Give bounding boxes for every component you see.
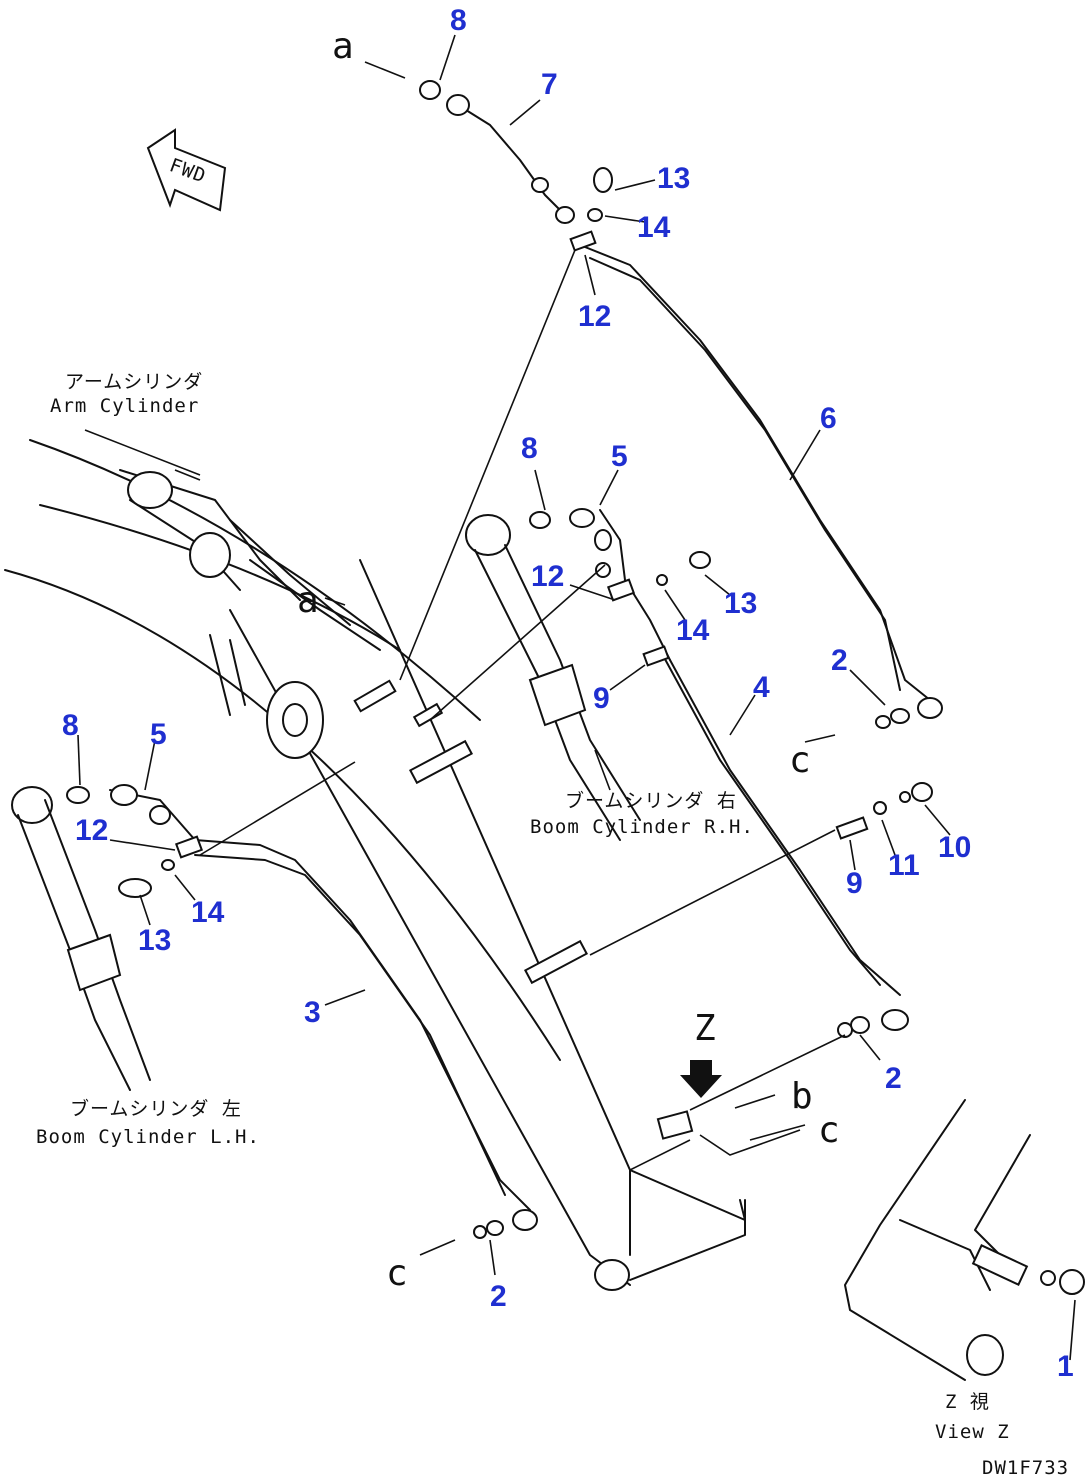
callout-2: 2 [885,1062,902,1095]
fwd-arrow-icon: FWD [146,128,227,212]
callout-12: 12 [578,300,611,333]
arm-cylinder-caption: Arm Cylinder [50,395,199,417]
callout-6: 6 [820,402,837,435]
letter-references: a a b c c c Z [297,26,840,1294]
captions: アームシリンダ Arm Cylinder ブームシリンダ 右 Boom Cyli… [36,371,1069,1479]
callout-14: 14 [676,614,710,647]
callout-4: 4 [753,671,770,704]
boom-structure [4,439,746,1291]
boom-cylinder-rh-caption: Boom Cylinder R.H. [530,816,754,838]
callout-5: 5 [150,718,167,751]
ref-c: c [789,740,811,781]
callout-14: 14 [191,896,225,929]
callout-7: 7 [541,68,558,101]
callout-5: 5 [611,440,628,473]
drawing-number: DW1F733 [982,1457,1069,1479]
callout-2: 2 [490,1280,507,1313]
boom-cylinder-lh-caption: Boom Cylinder L.H. [36,1126,260,1148]
view-z-arrow-icon [680,1060,722,1098]
view-z-inset [844,1099,1085,1381]
callout-8: 8 [62,709,79,742]
callout-11: 11 [888,849,920,882]
boom-cylinder-rh-caption-jp: ブームシリンダ 右 [565,789,737,812]
ref-a: a [332,26,354,67]
ref-a: a [297,580,319,621]
callout-9: 9 [593,682,610,715]
callout-1: 1 [1057,1350,1074,1383]
boom-cylinder-rh-drawing [465,514,641,841]
callout-12: 12 [531,560,564,593]
ref-z: Z [694,1008,716,1049]
callout-14: 14 [637,211,671,244]
callout-13: 13 [657,162,690,195]
callout-13: 13 [724,587,757,620]
ref-c: c [386,1253,408,1294]
arm-cylinder-caption-jp: アームシリンダ [65,371,203,393]
boom-cylinder-lh-drawing [11,786,151,1091]
tubes [66,80,943,1239]
view-z-caption: View Z [935,1421,1010,1443]
callout-numbers: 8 7 13 14 12 6 8 5 12 13 14 9 4 2 10 11 … [62,4,1074,1383]
boom-cylinder-lh-caption-jp: ブームシリンダ 左 [70,1097,242,1120]
ref-c: c [818,1110,840,1151]
callout-13: 13 [138,924,171,957]
leader-lines [77,34,1076,1361]
callout-3: 3 [304,996,321,1029]
view-z-caption-jp: Z 視 [945,1391,990,1413]
callout-8: 8 [521,432,538,465]
callout-2: 2 [831,644,848,677]
arm-cylinder-drawing [84,429,381,651]
callout-10: 10 [938,831,971,864]
callout-8: 8 [450,4,467,37]
callout-9: 9 [846,867,863,900]
callout-12: 12 [75,814,108,847]
ref-b: b [791,1076,813,1117]
